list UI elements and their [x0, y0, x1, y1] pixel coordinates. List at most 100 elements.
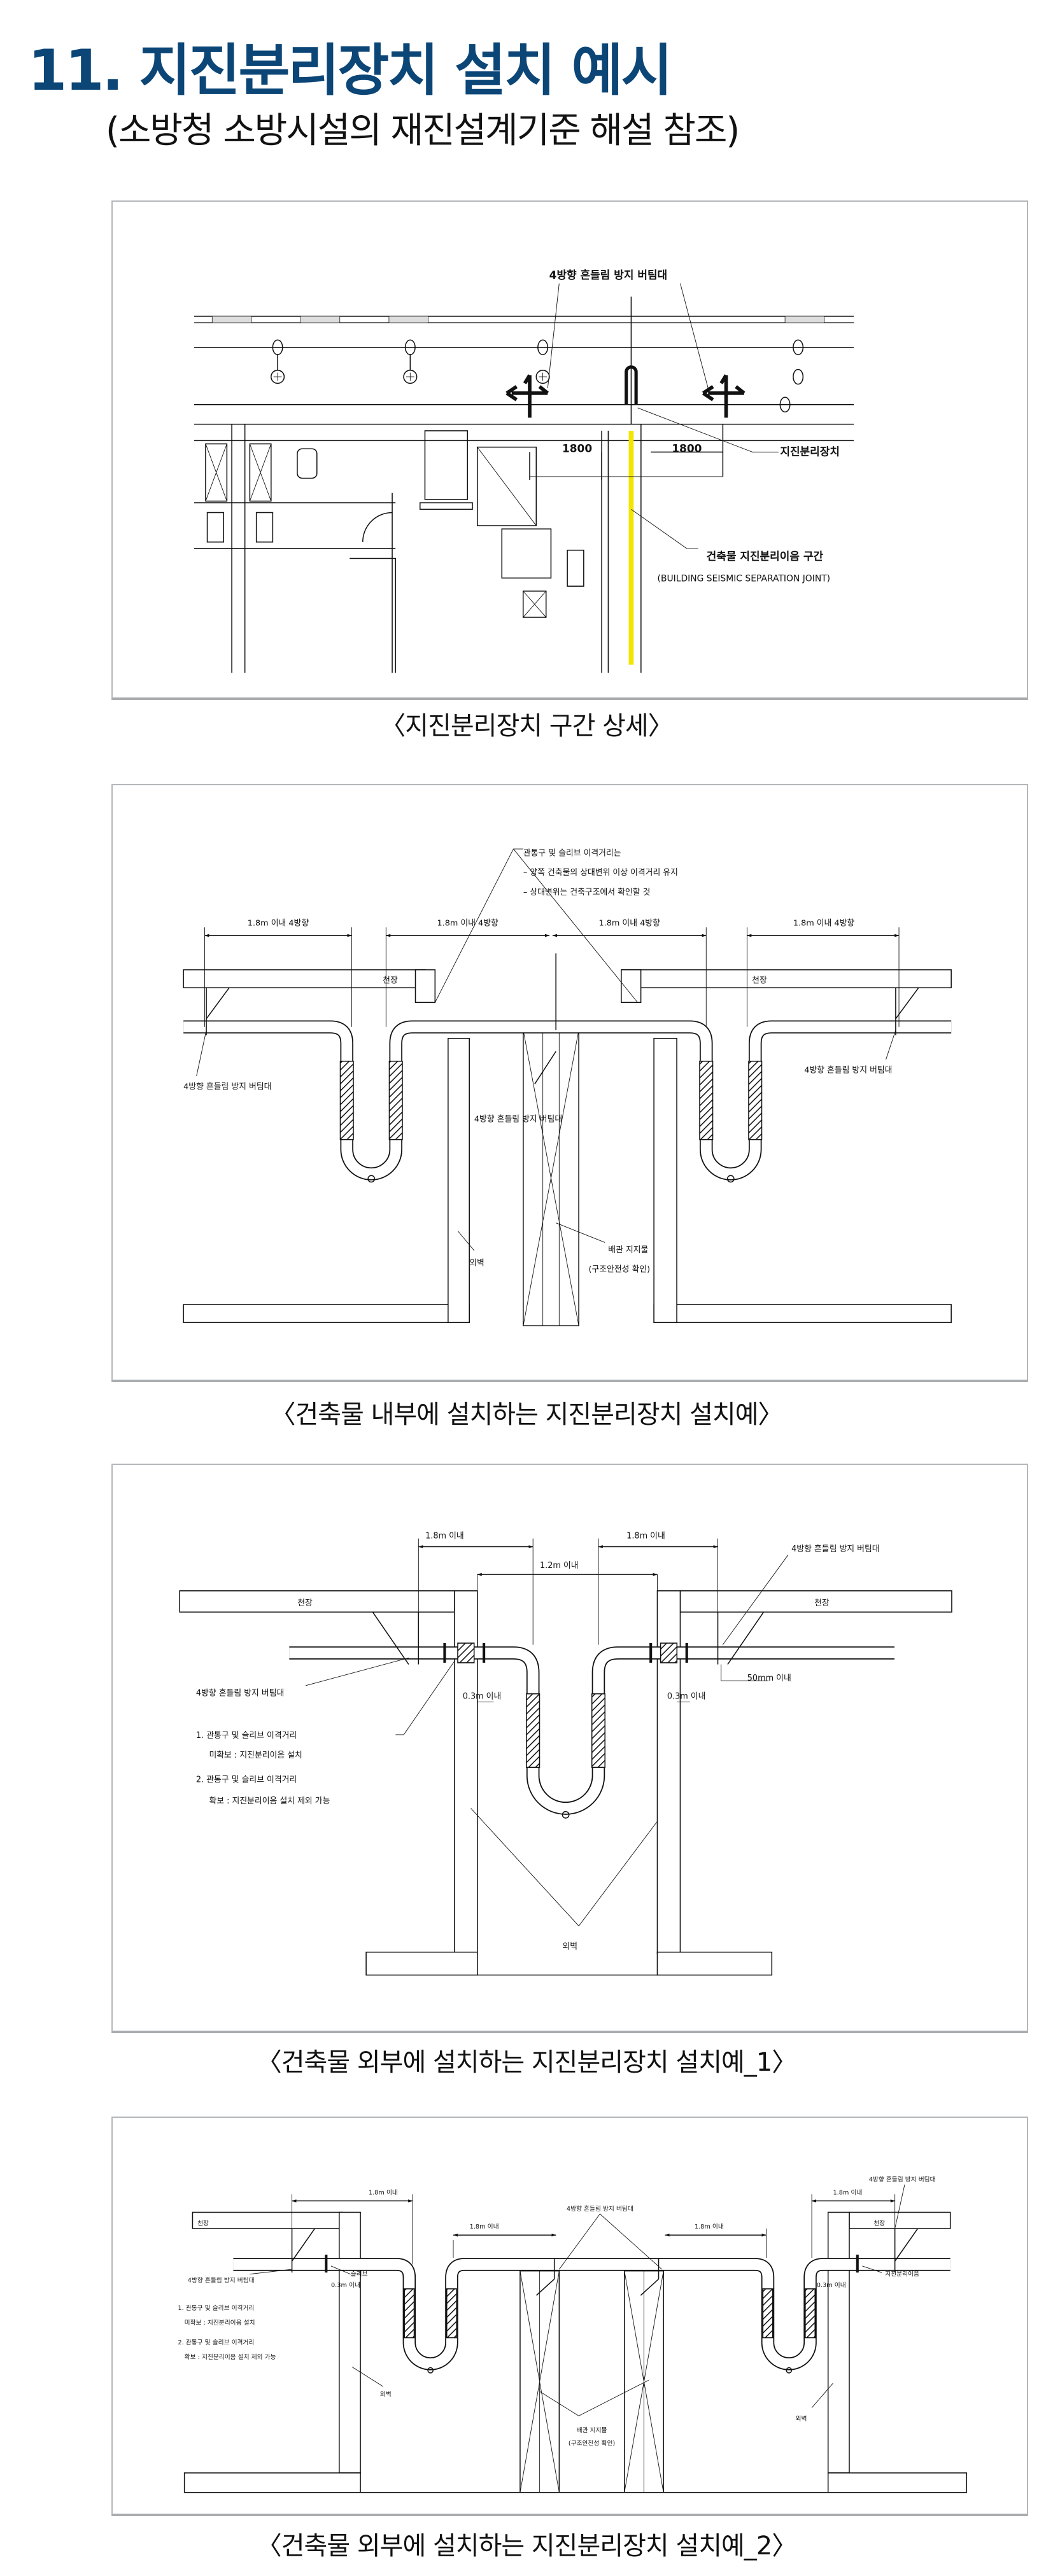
figure-1-frame: 4방향 흔들림 방지 버팀대 1800 1800 지진분리장치 건축물 지진분리…	[111, 200, 1028, 700]
dim-1800-right: 1800	[672, 442, 702, 454]
flexible-hose	[388, 1060, 403, 1140]
brace-label: 4방향 흔들림 방지 버팀대	[183, 1082, 271, 1091]
sway-braces	[291, 2228, 919, 2296]
leader-lines	[305, 1555, 789, 1927]
ceiling	[179, 1590, 952, 1613]
pipe-with-u-loops	[233, 2255, 951, 2374]
flexible-hose	[762, 2288, 774, 2339]
floor-plan	[194, 424, 584, 673]
sleeve	[660, 1642, 678, 1663]
note-2-detail: 확보 : 지진분리이음 설치 제외 가능	[185, 2353, 276, 2361]
figure-1-caption: 〈지진분리장치 구간 상세〉	[380, 711, 673, 741]
figure-2-frame: 관통구 및 슬리브 이격거리는 – 양쪽 건축물의 상대변위 이상 이격거리 유…	[111, 784, 1028, 1382]
sleeve-note-2: – 상대변위는 건축구조에서 확인할 것	[523, 888, 651, 897]
brace-label: 4방향 흔들림 방지 버팀대	[188, 2276, 255, 2285]
ceiling-lines	[194, 316, 854, 442]
gap-label: 0.3m 이내	[817, 2281, 846, 2289]
dimension-lines	[291, 2194, 896, 2265]
flexible-hose	[591, 1693, 606, 1768]
dim-label-right: 1.8m 이내	[626, 1532, 665, 1541]
brace-label: 4방향 흔들림 방지 버팀대	[474, 1115, 562, 1124]
sleeve-label: 슬리브	[351, 2270, 368, 2278]
dimension-lines	[204, 927, 900, 1027]
joint-label-en: (BUILDING SEISMIC SEPARATION JOINT)	[658, 573, 831, 584]
sleeve	[457, 1642, 475, 1663]
page-subtitle: (소방청 소방시설의 재진설계기준 해설 참조)	[106, 110, 740, 151]
sprinkler-head-icons	[271, 339, 804, 413]
floor	[365, 1951, 773, 1976]
ceiling-label: 천장	[383, 976, 398, 985]
interior-installation-drawing: 관통구 및 슬리브 이격거리는 – 양쪽 건축물의 상대변위 이상 이격거리 유…	[183, 848, 952, 1327]
flexible-hose	[699, 1060, 714, 1140]
gap-label: 0.3m 이내	[331, 2281, 360, 2289]
four-way-brace-icon	[505, 374, 746, 418]
dim-label: 1.8m 이내	[695, 2223, 724, 2230]
dim-label: 1.8m 이내 4방향	[599, 919, 661, 928]
wall-label: 외벽	[562, 1942, 577, 1952]
ceiling	[183, 969, 952, 1004]
support-note: (구조안전성 확인)	[589, 1265, 651, 1275]
wall-label: 외벽	[380, 2391, 392, 2398]
dimension-lines	[529, 424, 724, 480]
note-1-detail: 미확보 : 지진분리이음 설치	[209, 1751, 302, 1760]
exterior-walls	[454, 1590, 681, 1955]
flexible-hose	[339, 1060, 354, 1140]
figure-3-frame: 1.8m 이내 1.8m 이내 1.2m 이내 4방향 흔들림 방지 버팀대 천…	[111, 1464, 1028, 2033]
pipe-support-column	[523, 1030, 579, 1327]
floor	[183, 2472, 968, 2493]
flexible-hose	[748, 1060, 763, 1140]
dim-label: 1.8m 이내	[470, 2223, 499, 2230]
dimension-lines	[418, 1538, 769, 1703]
floor	[183, 1304, 952, 1323]
sway-braces	[206, 953, 919, 1084]
note-1: 1. 관통구 및 슬리브 이격거리	[178, 2304, 254, 2312]
wall-label: 외벽	[796, 2415, 807, 2423]
flexible-hose	[446, 2288, 457, 2339]
leader-lines	[249, 2184, 905, 2416]
dim-label: 1.8m 이내 4방향	[248, 919, 309, 928]
pipe-with-u-loops	[183, 1020, 952, 1183]
ceiling-label: 천장	[873, 2220, 885, 2227]
exterior-walls	[339, 2211, 850, 2474]
pipe-support-columns	[519, 2270, 664, 2493]
dim-label: 1.8m 이내 4방향	[793, 919, 855, 928]
ceiling-label: 천장	[197, 2220, 209, 2227]
dim-label: 1.8m 이내	[833, 2188, 862, 2196]
seismic-separation-device-icon	[625, 297, 638, 424]
gap-label: 0.3m 이내	[667, 1691, 706, 1701]
support-label: 배관 지지물	[577, 2426, 607, 2434]
dim-1800-left: 1800	[562, 442, 592, 454]
flexible-hose	[404, 2288, 415, 2339]
dim-label: 1.8m 이내	[369, 2188, 398, 2196]
building-wall	[601, 424, 642, 673]
exterior-installation-2-drawing: 1.8m 이내 1.8m 이내 4방향 흔들림 방지 버팀대 1.8m 이내 1…	[178, 2175, 968, 2493]
sleeve-note-title: 관통구 및 슬리브 이격거리는	[523, 848, 621, 858]
brace-label: 4방향 흔들림 방지 버팀대	[791, 1544, 879, 1554]
ceiling-label: 천장	[297, 1599, 313, 1608]
page-title: 11. 지진분리장치 설치 예시	[28, 38, 672, 103]
figure-3-caption: 〈건축물 외부에 설치하는 지진분리장치 설치예_1〉	[256, 2048, 798, 2077]
ceiling-label: 천장	[752, 976, 767, 985]
device-label: 지진분리장치	[780, 445, 840, 458]
sleeve-note-1: – 양쪽 건축물의 상대변위 이상 이격거리 유지	[523, 868, 678, 878]
seismic-joint-highlight	[628, 430, 634, 665]
brace-label: 4방향 흔들림 방지 버팀대	[869, 2175, 936, 2183]
brace-label: 4방향 흔들림 방지 버팀대	[804, 1066, 892, 1075]
joint-label-kr: 건축물 지진분리이음 구간	[707, 550, 824, 563]
flexible-hose	[526, 1693, 541, 1768]
dim-label-left: 1.8m 이내	[425, 1532, 464, 1541]
wall-label: 외벽	[469, 1258, 484, 1268]
note-2: 2. 관통구 및 슬리브 이격거리	[196, 1775, 297, 1784]
note-1-detail: 미확보 : 지진분리이음 설치	[185, 2319, 255, 2327]
brace-label: 4방향 흔들림 방지 버팀대	[549, 269, 667, 281]
figure-4-caption: 〈건축물 외부에 설치하는 지진분리장치 설치예_2〉	[256, 2531, 798, 2561]
note-1: 1. 관통구 및 슬리브 이격거리	[196, 1731, 297, 1740]
dim-label: 1.8m 이내 4방향	[437, 919, 498, 928]
note-2-detail: 확보 : 지진분리이음 설치 제외 가능	[209, 1796, 330, 1806]
ceiling-label: 천장	[814, 1599, 830, 1608]
figure-4-frame: 1.8m 이내 1.8m 이내 4방향 흔들림 방지 버팀대 1.8m 이내 1…	[111, 2117, 1028, 2516]
leader-lines	[547, 283, 779, 549]
brace-label: 4방향 흔들림 방지 버팀대	[196, 1688, 284, 1698]
pipe-with-u-loop	[289, 1642, 895, 1819]
joint-label: 지진분리이음	[885, 2270, 919, 2278]
